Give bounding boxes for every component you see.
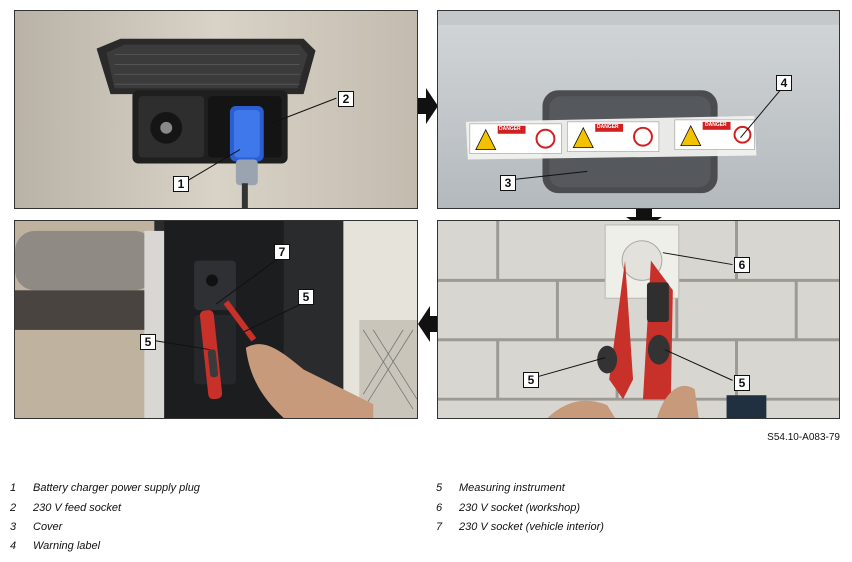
callout-5-left: 5	[523, 372, 539, 388]
photo-cover-warning-label: DANGER DANGER DANGER 3 4	[437, 10, 840, 209]
legend-number: 3	[10, 521, 17, 533]
legend-text: Measuring instrument	[459, 482, 565, 494]
danger-text-2: DANGER	[597, 124, 619, 130]
legend-number: 1	[10, 482, 17, 494]
feed-socket-illustration	[15, 11, 417, 208]
vehicle-interior-illustration	[15, 221, 417, 418]
legend-number: 6	[436, 502, 443, 514]
legend-number: 2	[10, 502, 17, 514]
legend-text: 230 V socket (workshop)	[459, 502, 581, 514]
callout-5-left: 5	[140, 334, 156, 350]
legend-text: 230 V socket (vehicle interior)	[459, 521, 604, 533]
photo-feed-socket: 1 2	[14, 10, 418, 209]
callout-2: 2	[338, 91, 354, 107]
cover-illustration	[438, 11, 839, 208]
callout-3: 3	[500, 175, 516, 191]
callout-5-upper: 5	[298, 289, 314, 305]
danger-text-1: DANGER	[499, 126, 521, 132]
legend-number: 5	[436, 482, 443, 494]
figure-id: S54.10-A083-79	[767, 432, 840, 443]
arrow-left-icon	[418, 306, 438, 342]
photo-vehicle-interior-socket: 7 5 5	[14, 220, 418, 419]
arrow-down-icon	[626, 209, 662, 229]
callout-7: 7	[274, 244, 290, 260]
callout-6: 6	[734, 257, 750, 273]
legend-text: Warning label	[33, 540, 101, 552]
legend-number: 4	[10, 540, 17, 552]
legend-text: Cover	[33, 521, 63, 533]
danger-text-3: DANGER	[705, 122, 727, 128]
legend-text: 230 V feed socket	[33, 502, 122, 514]
arrow-right-icon	[418, 88, 438, 124]
legend-number: 7	[436, 521, 443, 533]
callout-1: 1	[173, 176, 189, 192]
photo-workshop-socket: 6 5 5	[437, 220, 840, 419]
legend-text: Battery charger power supply plug	[33, 482, 200, 494]
workshop-wall-illustration	[438, 221, 839, 418]
callout-4: 4	[776, 75, 792, 91]
legend-right: 5 Measuring instrument 6 230 V socket (wor…	[436, 482, 836, 542]
warning-stickers	[469, 119, 755, 154]
legend-left: 1 Battery charger power supply plug 2 230 …	[10, 482, 410, 562]
callout-5-right: 5	[734, 375, 750, 391]
